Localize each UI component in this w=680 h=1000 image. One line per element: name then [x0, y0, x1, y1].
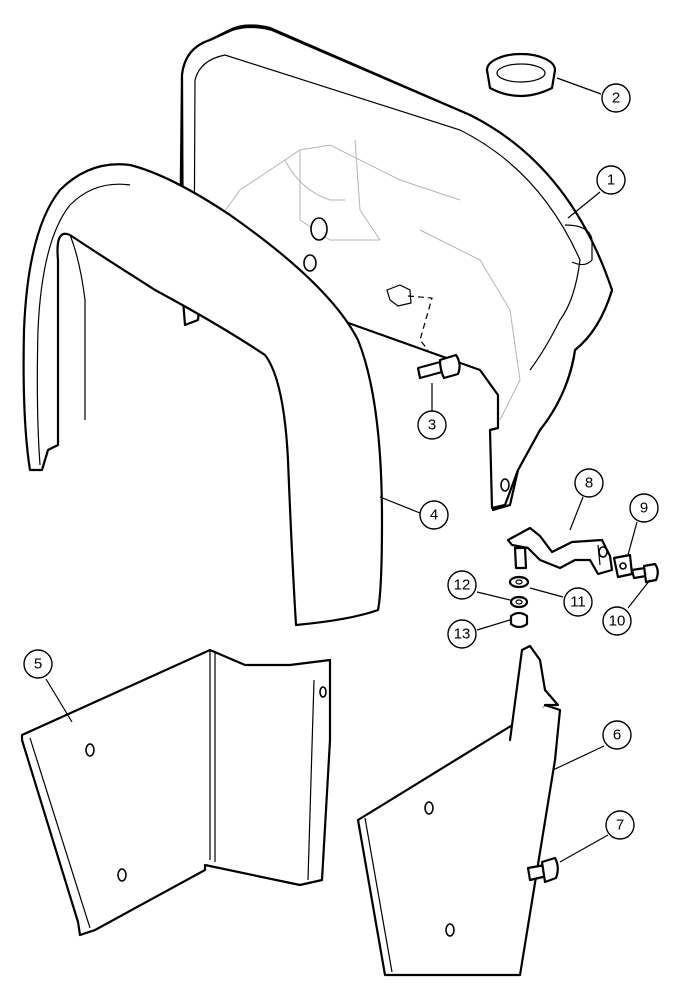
part-1-fender-body — [178, 24, 614, 512]
leader-lines — [45, 77, 651, 863]
part-9-clip-nut — [612, 553, 634, 579]
callout-10: 10 — [602, 606, 632, 636]
part-6-right-panel — [356, 644, 562, 977]
part-12-lock-washer — [509, 595, 529, 609]
callout-13: 13 — [447, 619, 477, 649]
callout-6-number: 6 — [613, 727, 621, 744]
callout-2: 2 — [601, 83, 631, 113]
part-2-cap — [485, 52, 557, 98]
part-11-washer — [508, 575, 530, 589]
part-3-bolt — [416, 353, 461, 380]
callout-1-number: 1 — [607, 172, 615, 189]
part-7-bolt — [526, 856, 559, 884]
callout-6: 6 — [602, 720, 632, 750]
callout-11: 11 — [563, 587, 593, 617]
part-5-left-panel — [20, 648, 332, 937]
callout-5: 5 — [23, 649, 53, 679]
callout-10-number: 10 — [609, 613, 626, 630]
part-10-bolt — [630, 562, 659, 584]
part-8-bracket — [506, 526, 614, 576]
callout-3: 3 — [417, 410, 447, 440]
callout-13-number: 13 — [454, 626, 471, 643]
part-13-nut — [509, 611, 529, 629]
part-4-arch-trim — [22, 163, 384, 627]
callout-7-number: 7 — [616, 817, 624, 834]
callout-9: 9 — [629, 493, 659, 523]
callout-8: 8 — [574, 468, 604, 498]
callout-12: 12 — [447, 570, 477, 600]
callout-4-number: 4 — [430, 507, 438, 524]
callout-8-number: 8 — [585, 475, 593, 492]
callout-3-number: 3 — [428, 417, 436, 434]
callout-1: 1 — [596, 165, 626, 195]
callout-12-number: 12 — [454, 577, 471, 594]
callout-9-number: 9 — [640, 500, 648, 517]
callout-11-number: 11 — [570, 594, 586, 611]
callout-4: 4 — [419, 500, 449, 530]
callout-5-number: 5 — [34, 656, 42, 673]
callout-7: 7 — [605, 810, 635, 840]
callout-2-number: 2 — [612, 90, 620, 107]
